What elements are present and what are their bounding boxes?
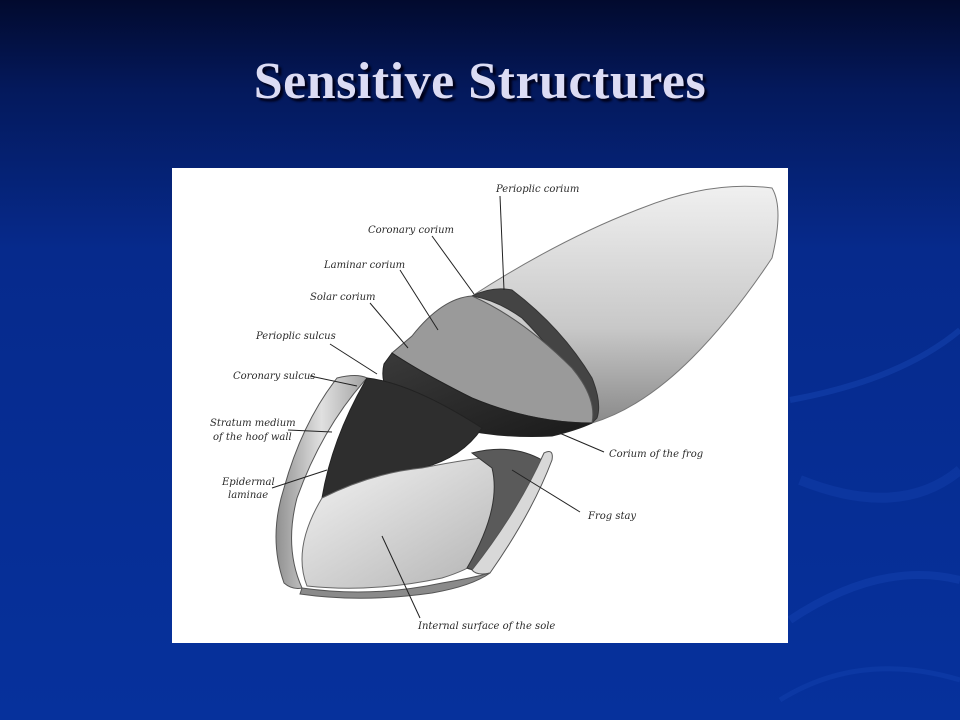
label-frog-stay: Frog stay xyxy=(587,511,636,522)
leader-perioplic-sulcus xyxy=(329,343,378,375)
label-internal-sole: Internal surface of the sole xyxy=(417,621,555,632)
label-stratum-medium-line1: Stratum medium xyxy=(210,418,296,429)
coronary-band xyxy=(470,288,600,424)
slide-title: Sensitive Structures xyxy=(253,53,707,110)
label-perioplic-corium: Perioplic corium xyxy=(495,184,579,195)
leader-laminar-corium xyxy=(399,269,439,331)
label-perioplic-sulcus: Perioplic sulcus xyxy=(255,331,336,342)
label-stratum-medium-line2: of the hoof wall xyxy=(213,432,292,443)
label-laminar-corium: Laminar corium xyxy=(323,260,405,271)
leader-stratum-medium xyxy=(287,429,333,433)
leader-epidermal-laminae xyxy=(271,469,328,489)
leader-coronary-corium xyxy=(431,235,475,295)
leader-coronary-sulcus xyxy=(309,375,358,387)
leader-solar-corium xyxy=(369,302,409,349)
label-corium-of-frog: Corium of the frog xyxy=(609,449,703,460)
leader-corium-frog xyxy=(556,431,605,453)
label-epidermal-laminae-line2: laminae xyxy=(228,490,268,501)
sole-rim-shape xyxy=(299,572,491,599)
label-coronary-corium: Coronary corium xyxy=(368,225,454,236)
leader-internal-sole xyxy=(381,535,421,619)
leader-perioplic-corium xyxy=(499,195,505,291)
leader-frog-stay xyxy=(511,469,581,513)
label-epidermal-laminae-line1: Epidermal xyxy=(221,477,275,488)
hoof-diagram: Perioplic corium Coronary corium Laminar… xyxy=(172,168,788,643)
label-solar-corium: Solar corium xyxy=(310,292,376,303)
label-coronary-sulcus: Coronary sulcus xyxy=(233,371,315,382)
